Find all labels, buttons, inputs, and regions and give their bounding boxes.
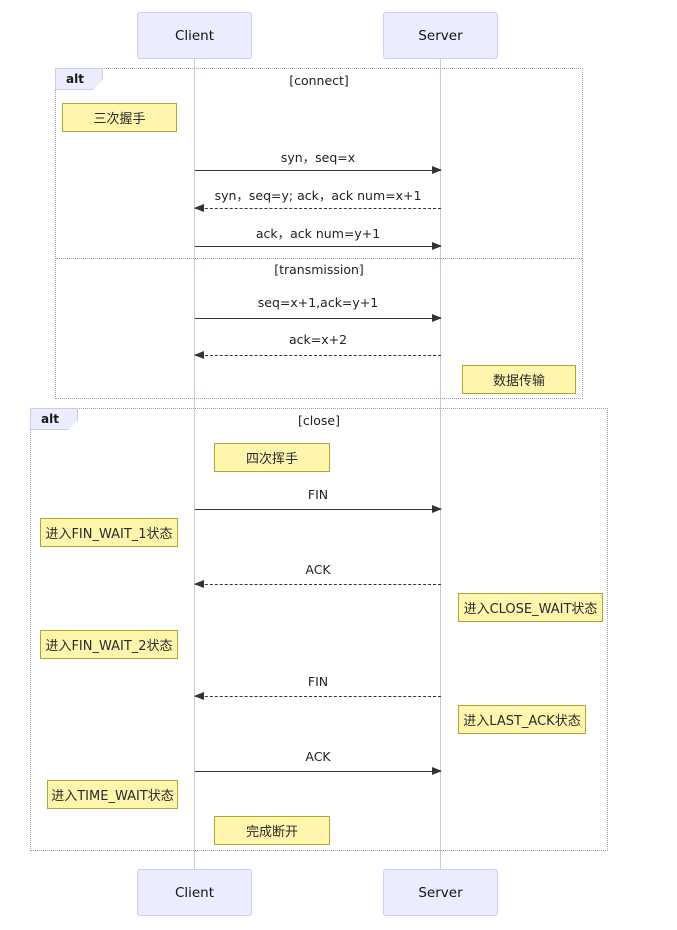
note-fin-wait-1: 进入FIN_WAIT_1状态: [40, 518, 178, 547]
note-disconnect-complete: 完成断开: [214, 816, 330, 845]
actor-client-bottom: Client: [137, 869, 252, 916]
section-label-close: [close]: [298, 413, 340, 428]
alt-frame-connect: alt [connect] [transmission]: [55, 68, 583, 399]
actor-server-top: Server: [383, 12, 498, 59]
message-label-ack2: ACK: [305, 749, 331, 764]
message-arrow-data-seq: [195, 314, 442, 322]
message-label-ack1: ACK: [305, 562, 331, 577]
actor-client-label: Client: [174, 884, 215, 901]
lifeline-server: [440, 59, 441, 869]
alt-frame-tab: alt: [55, 68, 103, 90]
arrowhead-right-icon: [432, 242, 442, 250]
message-arrow-data-ack: [194, 351, 441, 359]
note-three-way-handshake: 三次握手: [62, 103, 177, 132]
actor-server-bottom: Server: [383, 869, 498, 916]
alt-frame-tab: alt: [30, 408, 78, 430]
alt-section-divider: [56, 258, 582, 259]
note-four-way-wave: 四次挥手: [214, 443, 330, 472]
arrowhead-left-icon: [194, 692, 204, 700]
message-label-data-seq: seq=x+1,ack=y+1: [257, 295, 379, 310]
arrowhead-left-icon: [194, 580, 204, 588]
message-label-synack: syn，seq=y; ack，ack num=x+1: [214, 188, 422, 203]
message-label-ack: ack，ack num=y+1: [255, 226, 381, 241]
actor-client-label: Client: [174, 27, 215, 44]
actor-client-top: Client: [137, 12, 252, 59]
message-arrow-fin2: [194, 692, 441, 700]
message-arrow-synack: [194, 204, 441, 212]
note-fin-wait-2: 进入FIN_WAIT_2状态: [40, 630, 178, 659]
message-arrow-ack: [195, 242, 442, 250]
note-time-wait: 进入TIME_WAIT状态: [47, 780, 178, 809]
message-label-data-ack: ack=x+2: [288, 332, 348, 347]
actor-server-label: Server: [418, 27, 463, 44]
note-close-wait: 进入CLOSE_WAIT状态: [458, 593, 603, 622]
message-label-syn: syn，seq=x: [280, 150, 356, 165]
arrowhead-right-icon: [432, 505, 442, 513]
note-data-transmission: 数据传输: [462, 365, 576, 394]
arrowhead-right-icon: [432, 314, 442, 322]
message-label-fin2: FIN: [307, 674, 329, 689]
arrowhead-right-icon: [432, 767, 442, 775]
message-arrow-ack1: [194, 580, 441, 588]
message-arrow-fin1: [195, 505, 442, 513]
message-arrow-ack2: [195, 767, 442, 775]
section-label-connect: [connect]: [289, 73, 349, 88]
message-label-fin1: FIN: [307, 487, 329, 502]
alt-frame-close: alt [close]: [30, 408, 608, 851]
note-last-ack: 进入LAST_ACK状态: [458, 705, 586, 734]
arrowhead-left-icon: [194, 204, 204, 212]
actor-server-label: Server: [418, 884, 463, 901]
arrowhead-right-icon: [432, 166, 442, 174]
lifeline-client: [194, 59, 195, 869]
message-arrow-syn: [195, 166, 442, 174]
section-label-transmission: [transmission]: [274, 262, 364, 277]
arrowhead-left-icon: [194, 351, 204, 359]
